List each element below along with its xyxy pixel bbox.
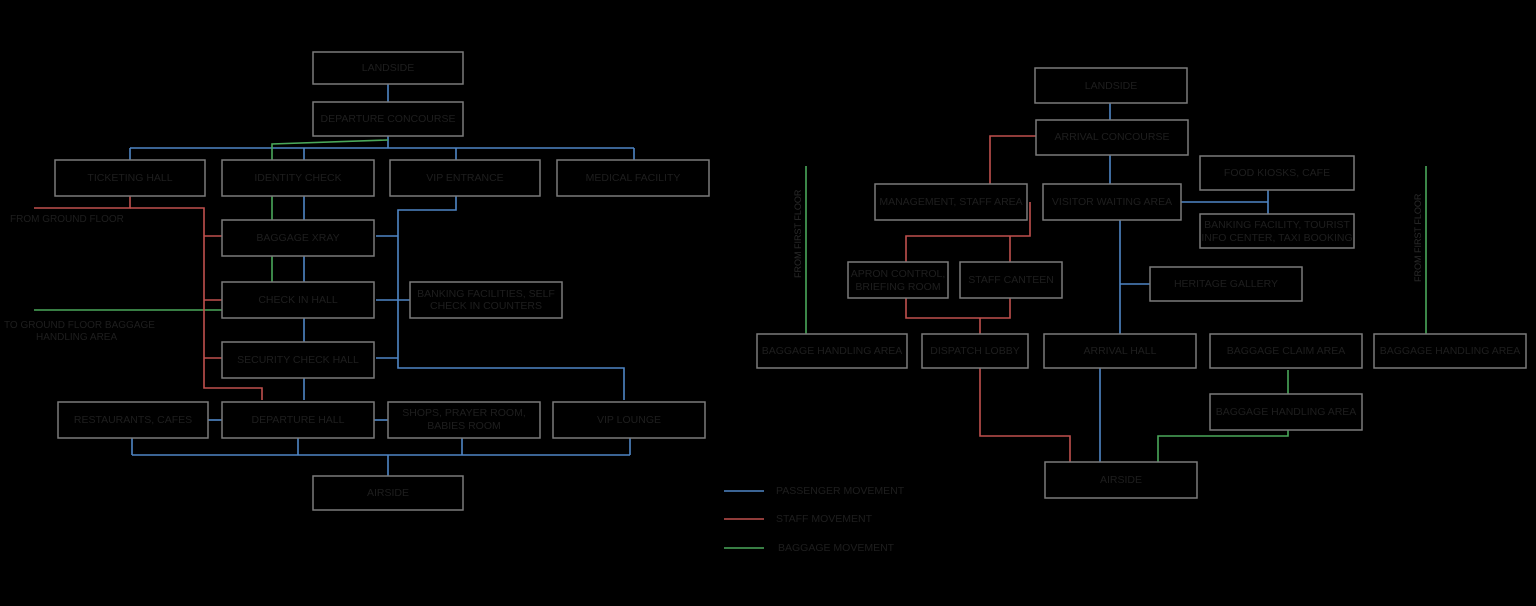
svg-text:BANKING FACILITY, TOURIST: BANKING FACILITY, TOURIST bbox=[1204, 219, 1350, 231]
legend-baggage-label: BAGGAGE MOVEMENT bbox=[778, 542, 895, 554]
svg-text:DISPATCH LOBBY: DISPATCH LOBBY bbox=[930, 345, 1019, 357]
svg-text:TICKETING HALL: TICKETING HALL bbox=[87, 172, 172, 184]
check-in-hall: CHECK IN HALL bbox=[221, 281, 375, 319]
arrival-landside: LANDSIDE bbox=[1034, 67, 1188, 104]
management-staff-area: MANAGEMENT, STAFF AREA bbox=[874, 183, 1028, 221]
dispatch-lobby: DISPATCH LOBBY bbox=[921, 333, 1029, 369]
svg-text:CHECK IN COUNTERS: CHECK IN COUNTERS bbox=[430, 300, 542, 312]
svg-text:APRON CONTROL,: APRON CONTROL, bbox=[851, 268, 946, 280]
svg-text:LANDSIDE: LANDSIDE bbox=[1085, 80, 1138, 92]
svg-text:BRIEFING ROOM: BRIEFING ROOM bbox=[855, 281, 940, 293]
identity-check: IDENTITY CHECK bbox=[221, 159, 375, 197]
departure-hall: DEPARTURE HALL bbox=[221, 401, 375, 439]
from-ground-floor-label: FROM GROUND FLOOR bbox=[10, 214, 124, 225]
baggage-xray: BAGGAGE XRAY bbox=[221, 219, 375, 257]
baggage-handling-area-mid: BAGGAGE HANDLING AREA bbox=[1209, 393, 1363, 431]
legend: PASSENGER MOVEMENT STAFF MOVEMENT BAGGAG… bbox=[724, 485, 905, 554]
svg-text:IDENTITY CHECK: IDENTITY CHECK bbox=[254, 172, 341, 184]
svg-text:RESTAURANTS, CAFES: RESTAURANTS, CAFES bbox=[74, 414, 192, 426]
arrival-hall: ARRIVAL HALL bbox=[1043, 333, 1197, 369]
svg-text:LANDSIDE: LANDSIDE bbox=[362, 62, 415, 74]
svg-text:BAGGAGE XRAY: BAGGAGE XRAY bbox=[256, 232, 339, 244]
svg-text:DEPARTURE CONCOURSE: DEPARTURE CONCOURSE bbox=[321, 113, 456, 125]
departure-airside: AIRSIDE bbox=[312, 475, 464, 511]
baggage-handling-area-right: BAGGAGE HANDLING AREA bbox=[1373, 333, 1527, 369]
svg-text:BAGGAGE HANDLING AREA: BAGGAGE HANDLING AREA bbox=[1380, 345, 1521, 357]
to-ground-floor-label-line2: HANDLING AREA bbox=[36, 332, 117, 343]
vip-lounge: VIP LOUNGE bbox=[552, 401, 706, 439]
svg-text:SHOPS, PRAYER ROOM,: SHOPS, PRAYER ROOM, bbox=[402, 407, 526, 419]
to-ground-floor-label-line1: TO GROUND FLOOR BAGGAGE bbox=[4, 320, 155, 331]
svg-text:BANKING FACILITIES, SELF: BANKING FACILITIES, SELF bbox=[417, 288, 555, 300]
banking-self-check-in: BANKING FACILITIES, SELF CHECK IN COUNTE… bbox=[409, 281, 563, 319]
svg-text:HERITAGE GALLERY: HERITAGE GALLERY bbox=[1174, 278, 1278, 290]
ticketing-hall: TICKETING HALL bbox=[54, 159, 206, 197]
svg-text:DEPARTURE HALL: DEPARTURE HALL bbox=[252, 414, 345, 426]
svg-text:VIP ENTRANCE: VIP ENTRANCE bbox=[426, 172, 503, 184]
banking-tourist-info: BANKING FACILITY, TOURIST INFO CENTER, T… bbox=[1199, 213, 1355, 249]
departure-concourse: DEPARTURE CONCOURSE bbox=[312, 101, 464, 137]
restaurants-cafes: RESTAURANTS, CAFES bbox=[57, 401, 209, 439]
shops-prayer-room: SHOPS, PRAYER ROOM, BABIES ROOM bbox=[387, 401, 541, 439]
svg-text:MANAGEMENT, STAFF AREA: MANAGEMENT, STAFF AREA bbox=[879, 196, 1022, 208]
svg-text:BAGGAGE HANDLING AREA: BAGGAGE HANDLING AREA bbox=[762, 345, 903, 357]
svg-text:BAGGAGE CLAIM AREA: BAGGAGE CLAIM AREA bbox=[1227, 345, 1345, 357]
svg-text:VIP LOUNGE: VIP LOUNGE bbox=[597, 414, 661, 426]
svg-text:VISITOR WAITING AREA: VISITOR WAITING AREA bbox=[1052, 196, 1172, 208]
departure-flow-lines bbox=[34, 84, 635, 476]
svg-text:STAFF CANTEEN: STAFF CANTEEN bbox=[968, 274, 1054, 286]
svg-text:SECURITY CHECK HALL: SECURITY CHECK HALL bbox=[237, 354, 359, 366]
legend-passenger-label: PASSENGER MOVEMENT bbox=[776, 485, 905, 497]
food-kiosks-cafe: FOOD KIOSKS, CAFE bbox=[1199, 155, 1355, 191]
baggage-handling-area-left: BAGGAGE HANDLING AREA bbox=[756, 333, 908, 369]
security-check-hall: SECURITY CHECK HALL bbox=[221, 341, 375, 379]
staff-canteen: STAFF CANTEEN bbox=[959, 261, 1063, 299]
from-first-floor-label-right: FROM FIRST FLOOR bbox=[1413, 193, 1423, 282]
svg-text:CHECK IN HALL: CHECK IN HALL bbox=[258, 294, 338, 306]
vip-entrance: VIP ENTRANCE bbox=[389, 159, 541, 197]
apron-control-briefing: APRON CONTROL, BRIEFING ROOM bbox=[847, 261, 949, 299]
svg-text:BAGGAGE HANDLING AREA: BAGGAGE HANDLING AREA bbox=[1216, 406, 1357, 418]
svg-text:AIRSIDE: AIRSIDE bbox=[1100, 474, 1142, 486]
legend-staff-label: STAFF MOVEMENT bbox=[776, 513, 873, 525]
arrival-concourse: ARRIVAL CONCOURSE bbox=[1035, 119, 1189, 156]
svg-text:INFO CENTER, TAXI BOOKING: INFO CENTER, TAXI BOOKING bbox=[1201, 232, 1352, 244]
arrival-airside: AIRSIDE bbox=[1044, 461, 1198, 499]
departure-landside: LANDSIDE bbox=[312, 51, 464, 85]
arrival-flow-lines bbox=[805, 103, 1427, 462]
svg-text:MEDICAL FACILITY: MEDICAL FACILITY bbox=[586, 172, 681, 184]
heritage-gallery: HERITAGE GALLERY bbox=[1149, 266, 1303, 302]
from-first-floor-label-left: FROM FIRST FLOOR bbox=[793, 189, 803, 278]
svg-text:ARRIVAL CONCOURSE: ARRIVAL CONCOURSE bbox=[1055, 131, 1170, 143]
baggage-claim-area: BAGGAGE CLAIM AREA bbox=[1209, 333, 1363, 369]
svg-text:AIRSIDE: AIRSIDE bbox=[367, 487, 409, 499]
visitor-waiting-area: VISITOR WAITING AREA bbox=[1042, 183, 1182, 221]
svg-text:BABIES ROOM: BABIES ROOM bbox=[427, 420, 501, 432]
svg-text:FOOD KIOSKS, CAFE: FOOD KIOSKS, CAFE bbox=[1224, 167, 1330, 179]
svg-text:ARRIVAL HALL: ARRIVAL HALL bbox=[1084, 345, 1157, 357]
medical-facility: MEDICAL FACILITY bbox=[556, 159, 710, 197]
